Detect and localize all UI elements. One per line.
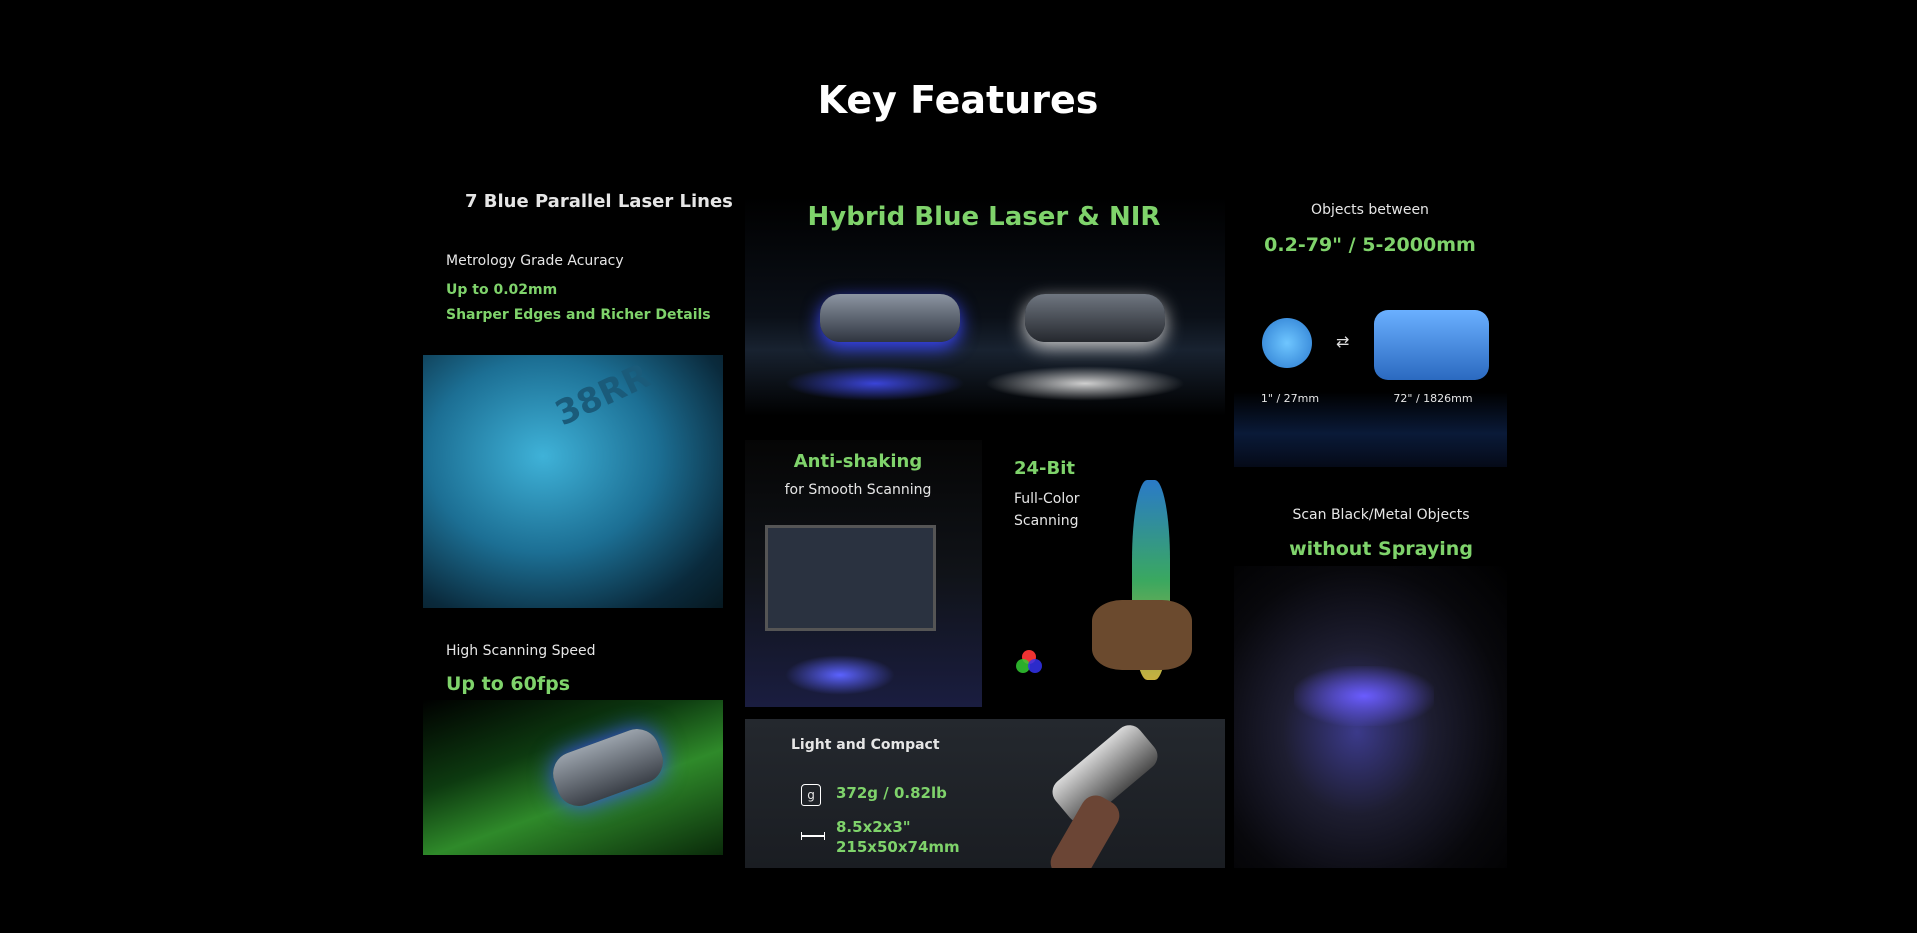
metal-part-scan-image: 38RR [423, 355, 723, 608]
ruler-icon [801, 832, 825, 840]
weight-value: 372g / 0.82lb [836, 784, 947, 802]
black-metal-value: without Spraying [1289, 538, 1473, 560]
peacock-color-image [982, 440, 1225, 707]
light-compact-panel: Light and Compact g 372g / 0.82lb 8.5x2x… [745, 719, 1225, 868]
speed-value: Up to 60fps [446, 673, 571, 695]
laser-lines-heading: 7 Blue Parallel Laser Lines [465, 191, 733, 212]
objects-label: Objects between [1311, 202, 1429, 218]
black-metal-label: Scan Black/Metal Objects [1292, 507, 1470, 523]
compact-title: Light and Compact [791, 737, 940, 753]
object-size-image: ⇄ [1234, 300, 1507, 467]
accuracy-value: Up to 0.02mm [446, 282, 558, 298]
anti-shaking-subtitle: for Smooth Scanning [784, 482, 932, 498]
large-object-size: 72" / 1826mm [1393, 392, 1473, 405]
color-depth-title: 24-Bit [1014, 458, 1076, 479]
anti-shaking-image [745, 440, 982, 707]
engine-scan-image [1234, 566, 1507, 868]
speed-label: High Scanning Speed [446, 643, 596, 659]
color-subtitle-2: Scanning [1014, 513, 1079, 529]
accuracy-detail: Sharper Edges and Richer Details [446, 307, 711, 323]
hybrid-heading: Hybrid Blue Laser & NIR [807, 202, 1161, 232]
dimensions-inches: 8.5x2x3" [836, 818, 911, 836]
page-title: Key Features [817, 78, 1099, 122]
swap-arrows-icon: ⇄ [1336, 332, 1350, 351]
color-subtitle-1: Full-Color [1014, 491, 1080, 507]
dimensions-mm: 215x50x74mm [836, 838, 960, 856]
small-object-size: 1" / 27mm [1260, 392, 1320, 405]
anti-shaking-title: Anti-shaking [793, 451, 923, 472]
accuracy-label: Metrology Grade Acuracy [446, 253, 624, 269]
objects-range: 0.2-79" / 5-2000mm [1264, 234, 1476, 256]
weight-icon: g [801, 784, 821, 806]
hybrid-scanners-image [745, 196, 1225, 416]
scanner-speed-image [423, 700, 723, 855]
